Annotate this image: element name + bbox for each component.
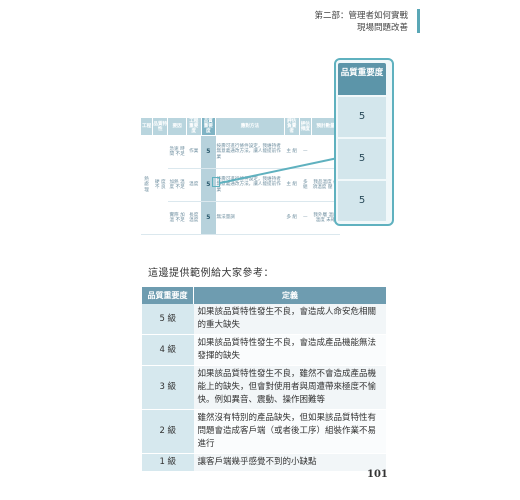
definition-cell: 如果該品質特性發生不良，會造成產品機能無法發揮的缺失	[193, 334, 386, 366]
mini-header-freq: 評估頻度	[298, 117, 313, 136]
mini-cell-cause: 加熱 溫度 不足	[167, 168, 187, 202]
definition-cell: 如果該品質特性發生不良，雖然不會造成產品機能上的缺失，但會對使用者與周遭帶來極度…	[193, 365, 386, 410]
table-row: 2 級 雖然沒有特別的產品缺失，但如果該品質特性有問題會造成客戶端（或者後工序）…	[142, 409, 386, 454]
table-row: 1 級 讓客戶端幾乎感覺不到的小缺點	[142, 453, 386, 472]
table-row: 4 級 如果該品質特性發生不良，會造成產品機能無法發揮的缺失	[142, 334, 386, 366]
level-cell: 5 級	[142, 304, 194, 335]
mini-header-quality-importance: 品質重要度	[200, 117, 217, 136]
definition-cell: 如果該品質特性發生不良，會造成人命安危相關的重大缺失	[193, 304, 386, 335]
header-accent-bar	[417, 9, 420, 33]
mini-side-quality: 硬 度 不 良	[152, 135, 168, 235]
mini-cell-process: 作業	[186, 135, 202, 169]
mini-cell-process: 溫度	[186, 168, 202, 202]
definition-cell: 雖然沒有特別的產品缺失，但如果該品質特性有問題會造成客戶端（或者後工序）組裝作業…	[193, 409, 386, 454]
mini-cell-who: 多 組	[284, 201, 300, 235]
mini-row: 熱 處 理 硬 度 不 良 急速 時間 不足 作業 5 按壽可進行條件設定，我維…	[140, 135, 340, 235]
table-header-definition: 定義	[193, 287, 386, 304]
mini-cell-cause: 急速 時間 不足	[167, 135, 187, 169]
mini-cell-imp: 5	[201, 135, 216, 169]
mini-row: 實際 加溫 不足 長度 溫度 5 無法量調 多 組 — 我外層 溫度 溫度 未確	[141, 201, 340, 235]
callout-value: 5	[338, 97, 386, 137]
table-row: 5 級 如果該品質特性發生不良，會造成人命安危相關的重大缺失	[142, 304, 386, 335]
level-cell: 1 級	[142, 453, 194, 472]
level-cell: 4 級	[142, 334, 194, 366]
intro-text: 這邊提供範例給大家參考：	[148, 268, 274, 279]
chapter-header: 第二部：管理者如何實戰 現場問題改善	[314, 10, 408, 34]
level-cell: 3 級	[142, 365, 194, 410]
page-number: 101	[367, 469, 388, 480]
mini-cell-who: 主 組	[284, 135, 300, 169]
mini-side-process: 熱 處 理	[140, 135, 153, 235]
example-table-image: 工程 品質特性 要因 工程重要度 品質重要度 應對方法 評估負責者 評估頻度 預…	[139, 117, 340, 235]
mini-header-method: 應對方法	[215, 117, 285, 136]
mini-cell-method: 按壽可進行條件設定，我維持者無意義通改方法，讓人能提前作業	[215, 168, 285, 202]
mini-cell-freq: 多 組	[299, 168, 312, 202]
mini-header-who: 評估負責者	[283, 117, 300, 136]
callout-header: 品質重要度	[338, 63, 386, 95]
mini-header-process: 工程	[139, 117, 154, 136]
mini-cell-method: 無法量調	[215, 201, 285, 235]
mini-cell-who: 主 組	[284, 168, 300, 202]
mini-header-process-importance: 工程重要度	[185, 117, 202, 136]
mini-cell-cause: 實際 加溫 不足	[167, 201, 187, 235]
mini-cell-process: 長度 溫度	[186, 201, 202, 235]
mini-cell-imp: 5	[201, 168, 216, 202]
level-cell: 2 級	[142, 409, 194, 454]
highlight-box	[212, 177, 220, 187]
quality-importance-table: 品質重要度 定義 5 級 如果該品質特性發生不良，會造成人命安危相關的重大缺失 …	[142, 287, 386, 472]
mini-cell-freq: —	[299, 135, 312, 169]
chapter-header-line1: 第二部：管理者如何實戰	[314, 11, 408, 21]
mini-header-cause: 要因	[167, 117, 187, 136]
mini-cell-imp: 5	[201, 201, 216, 235]
mini-row: 加熱 溫度 不足 溫度 5 按壽可進行條件設定，我維持者無意義通改方法，讓人能提…	[141, 168, 340, 202]
callout-value: 5	[338, 181, 386, 221]
table-header-level: 品質重要度	[142, 287, 194, 304]
table-row: 3 級 如果該品質特性發生不良，雖然不會造成產品機能上的缺失，但會對使用者與周遭…	[142, 365, 386, 410]
definition-cell: 讓客戶端幾乎感覺不到的小缺點	[193, 453, 386, 472]
callout-value: 5	[338, 139, 386, 179]
chapter-header-line2: 現場問題改善	[356, 23, 408, 33]
mini-cell-method: 按壽可進行條件設定，我維持者無意義通改方法，讓人能提前作業	[215, 135, 285, 169]
mini-cell-freq: —	[299, 201, 312, 235]
mini-header-quality: 品質特性	[152, 117, 169, 136]
